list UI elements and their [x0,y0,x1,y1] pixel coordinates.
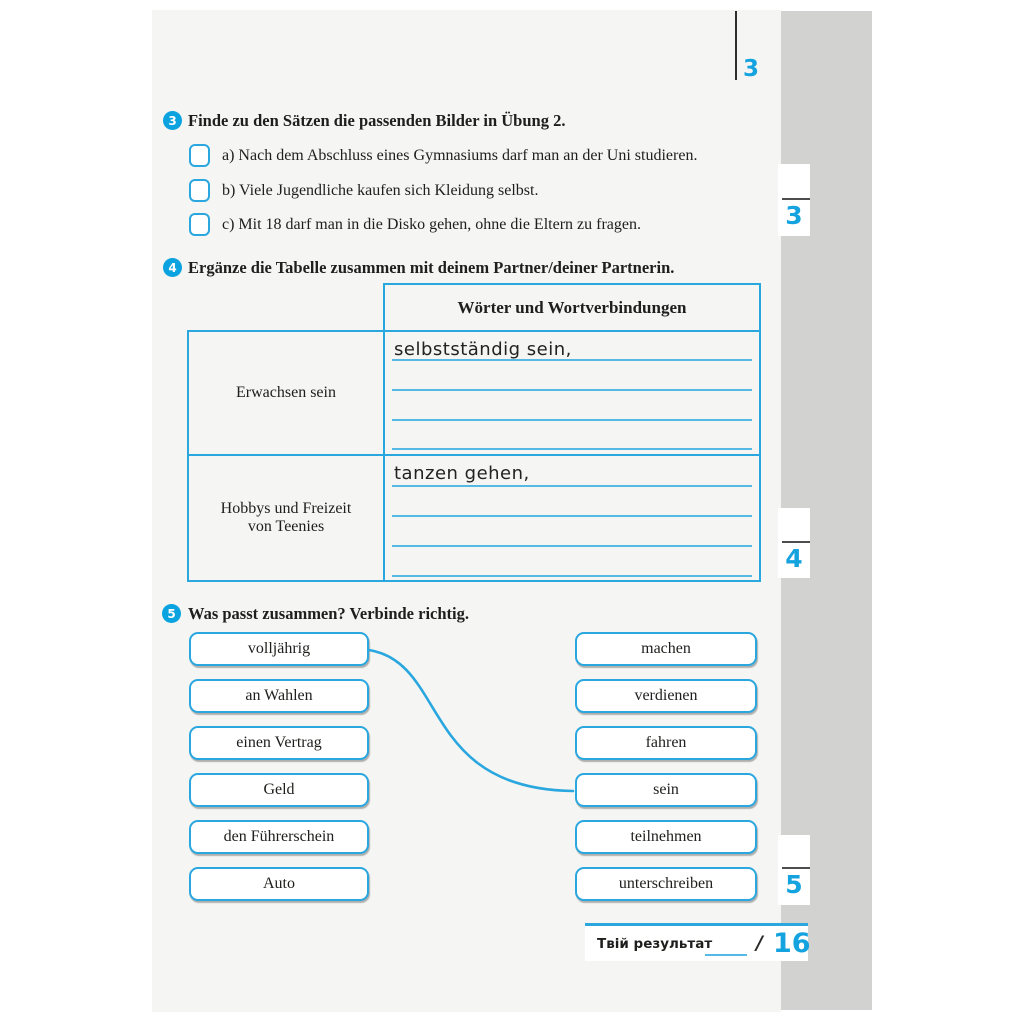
table-category-hobbys: Hobbys und Freizeit von Teenies [187,454,385,582]
page-corner-number: 3 [742,56,759,82]
answer-checkbox-c[interactable] [189,213,210,236]
table-entry-cell-2: tanzen gehen, [383,454,761,582]
item-b-label: b) Viele Jugendliche kaufen sich Kleidun… [222,181,539,199]
tab-number: 4 [785,544,803,573]
match-right-sein[interactable]: sein [575,773,757,807]
result-box: Твій результат / 16 [585,923,811,961]
exercise4-number-badge: 4 [163,258,182,277]
entry-text: selbstständig sein, [394,339,572,360]
exercise5-number-badge: 5 [162,604,181,623]
item-a-label: a) Nach dem Abschluss eines Gymnasiums d… [222,146,698,164]
write-line[interactable] [392,419,752,421]
write-line[interactable] [392,359,752,361]
match-left-einen-vertrag[interactable]: einen Vertrag [189,726,369,760]
match-right-fahren[interactable]: fahren [575,726,757,760]
table-category-erwachsen: Erwachsen sein [187,330,385,456]
exercise4-title: Ergänze die Tabelle zusammen mit deinem … [188,258,675,277]
table-entry-cell-1: selbstständig sein, [383,330,761,456]
tab-divider [782,867,810,869]
exercise3-number-badge: 3 [163,111,182,130]
side-tab-3: 3 [778,164,810,236]
match-right-machen[interactable]: machen [575,632,757,666]
tab-divider [782,198,810,200]
exercise3-title: Finde zu den Sätzen die passenden Bilder… [188,111,566,130]
tab-number: 3 [785,201,803,230]
result-label: Твій результат [597,936,713,952]
tab-number: 5 [785,870,803,899]
result-separator: / [756,932,763,954]
exercise5-title: Was passt zusammen? Verbinde richtig. [188,604,469,623]
answer-checkbox-b[interactable] [189,179,210,202]
exercise3-item-c: c) Mit 18 darf man in die Disko gehen, o… [189,213,641,236]
side-tab-5: 5 [778,835,810,905]
side-tab-4: 4 [778,508,810,578]
match-right-unterschreiben[interactable]: unterschreiben [575,867,757,901]
write-line[interactable] [392,515,752,517]
item-c-label: c) Mit 18 darf man in die Disko gehen, o… [222,215,641,233]
write-line[interactable] [392,448,752,450]
match-left-an-wahlen[interactable]: an Wahlen [189,679,369,713]
match-left-fuehrerschein[interactable]: den Führerschein [189,820,369,854]
exercise3-item-b: b) Viele Jugendliche kaufen sich Kleidun… [189,179,538,202]
exercise3-item-a: a) Nach dem Abschluss eines Gymnasiums d… [189,144,697,167]
match-left-auto[interactable]: Auto [189,867,369,901]
table-header: Wörter und Wortverbindungen [383,283,761,332]
result-total: 16 [773,928,811,959]
write-line[interactable] [392,485,752,487]
match-right-teilnehmen[interactable]: teilnehmen [575,820,757,854]
tab-divider [782,541,810,543]
write-line[interactable] [392,575,752,577]
write-line[interactable] [392,389,752,391]
write-line[interactable] [392,545,752,547]
result-score-blank[interactable] [705,954,747,956]
entry-text: tanzen gehen, [394,463,530,484]
match-left-geld[interactable]: Geld [189,773,369,807]
corner-trim-mark [735,11,737,80]
match-right-verdienen[interactable]: verdienen [575,679,757,713]
match-left-volljaehrig[interactable]: volljährig [189,632,369,666]
answer-checkbox-a[interactable] [189,144,210,167]
